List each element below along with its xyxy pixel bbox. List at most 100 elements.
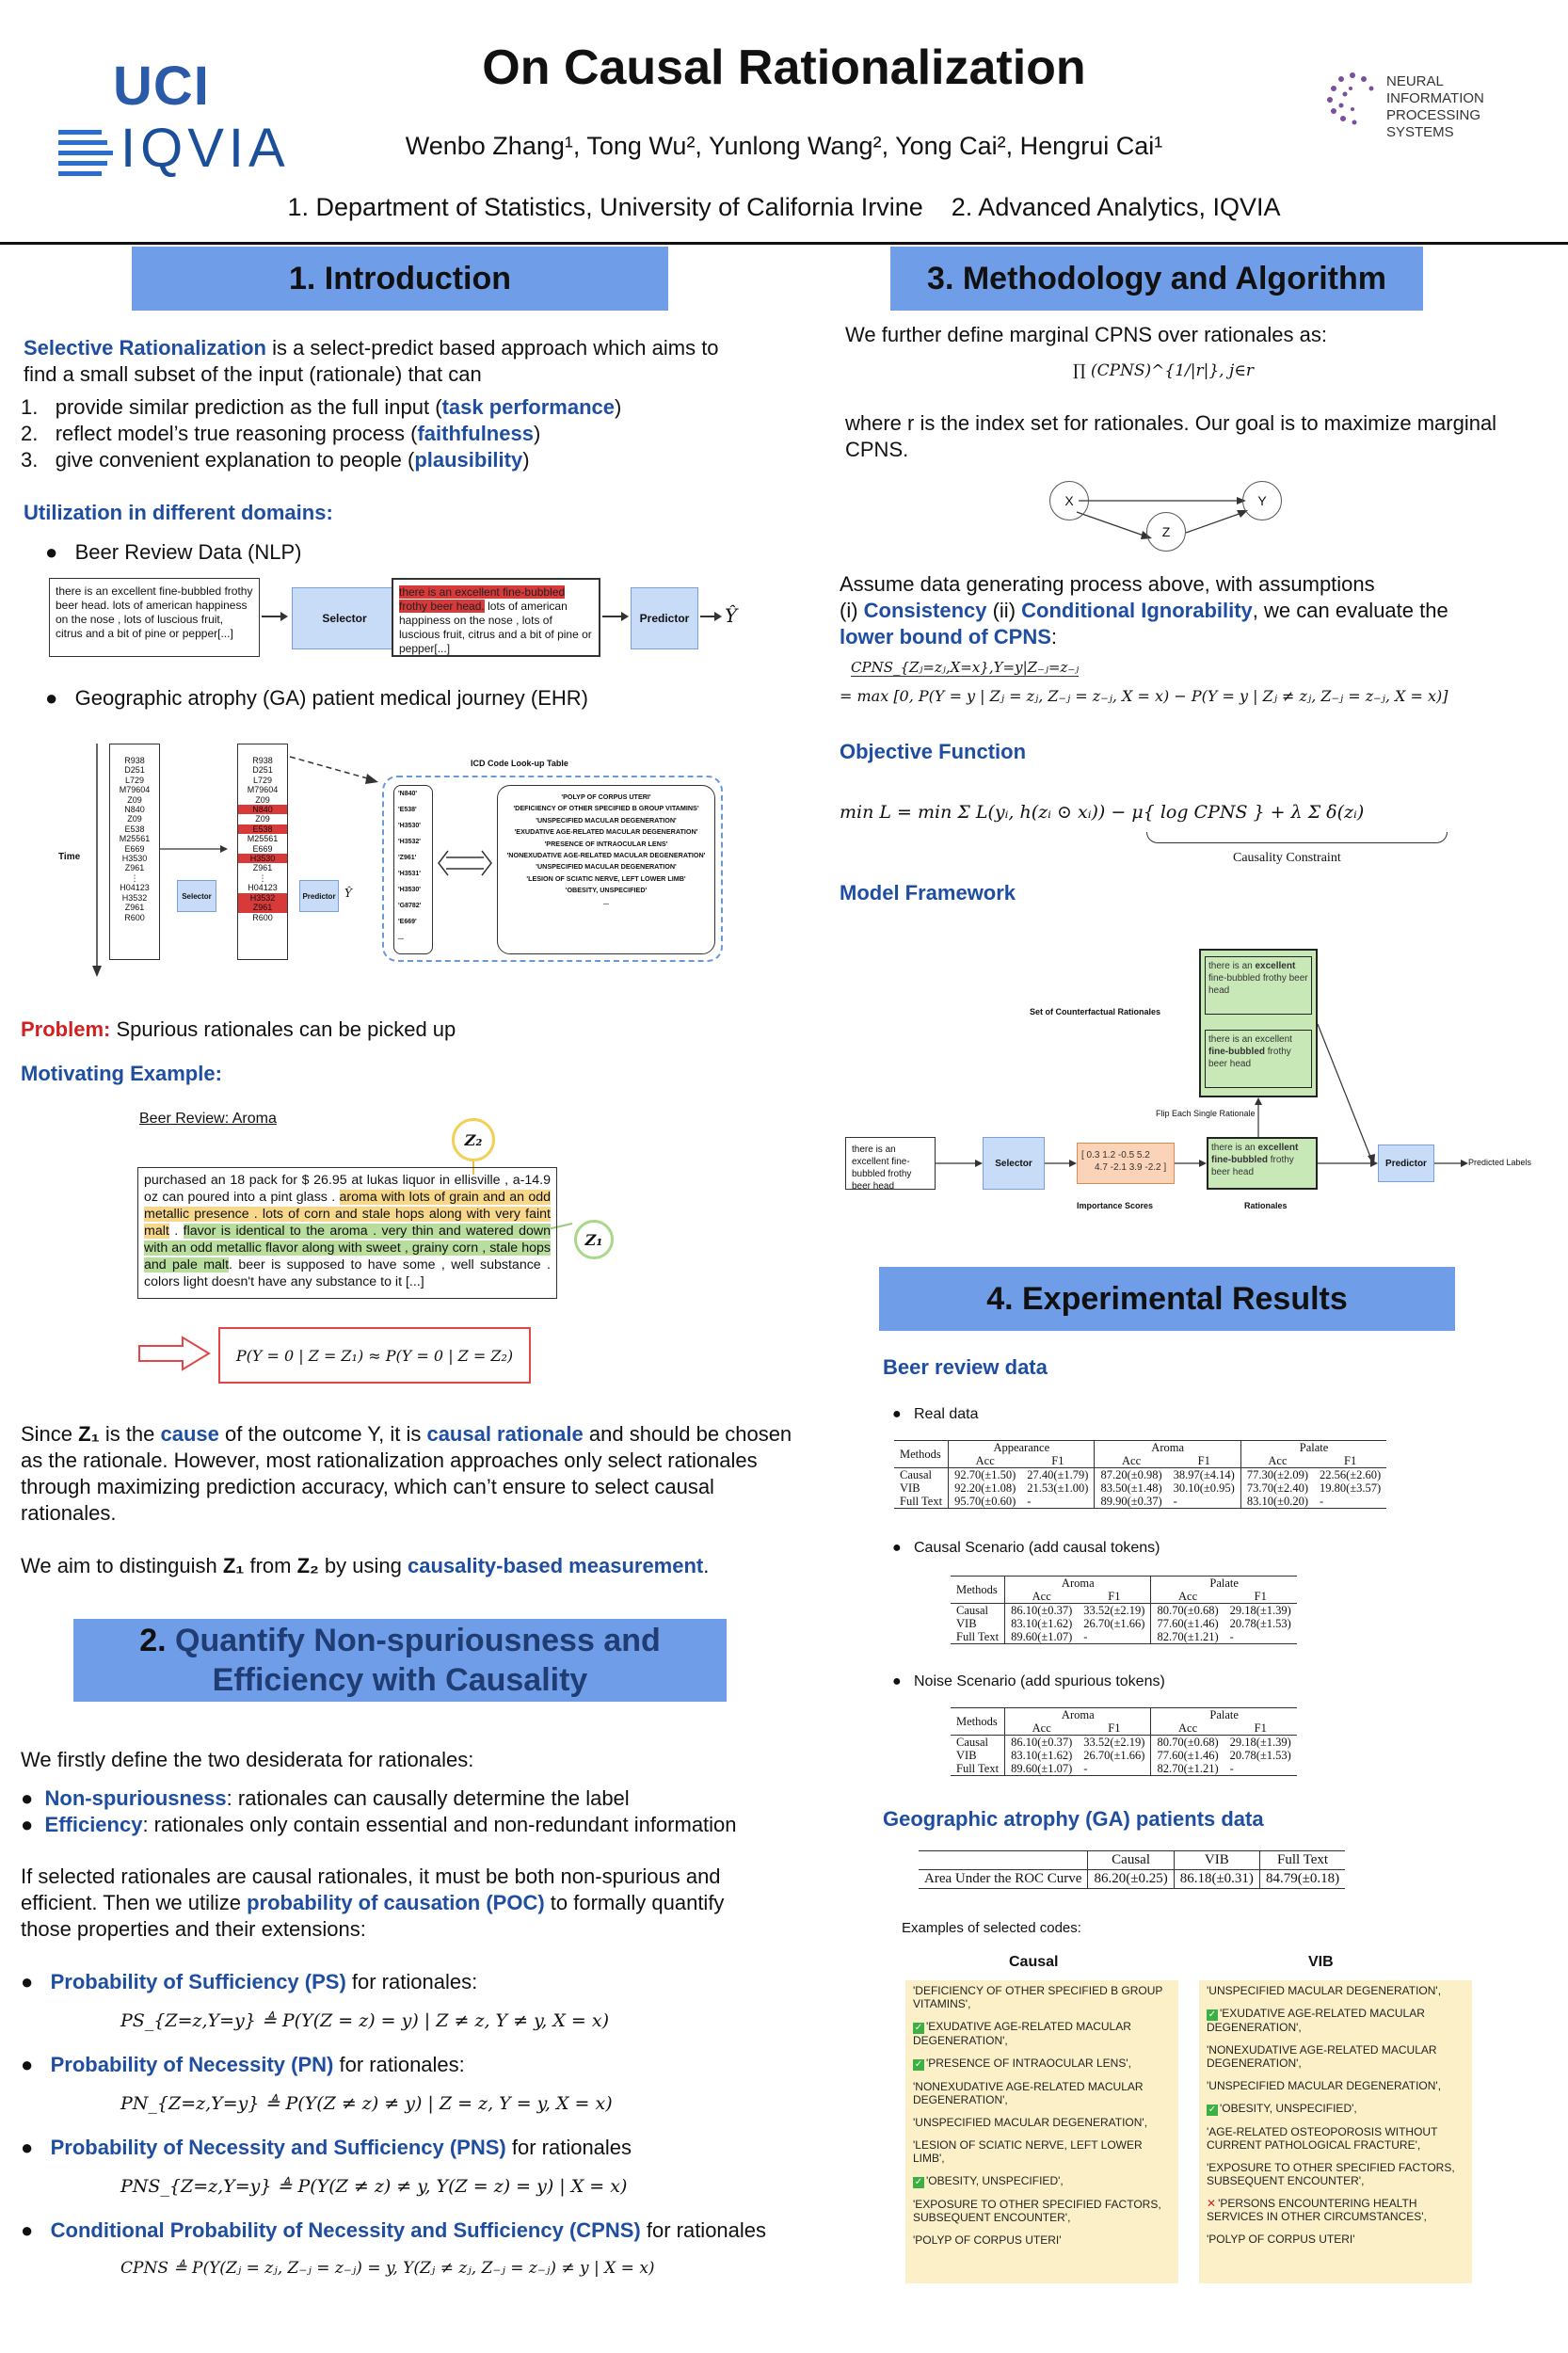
table-cell: 73.70(±2.40) [1240,1481,1315,1495]
icd-lookup-table: 'N840''E538''H3530''H3532''Z961''H3531''… [382,776,723,962]
code-text: 'EXUDATIVE AGE-RELATED MACULAR DEGENERAT… [913,2020,1131,2047]
table-header-col: VIB [1173,1850,1260,1870]
counterfactual-label: Set of Counterfactual Rationales [1030,1007,1161,1016]
icd-description: 'EXUDATIVE AGE-RELATED MACULAR DEGENERAT… [514,827,698,837]
code-text: 'NONEXUDATIVE AGE-RELATED MACULAR DEGENE… [913,2080,1144,2106]
vib-codes-list: 'UNSPECIFIED MACULAR DEGENERATION', ✓'EXU… [1199,1980,1472,2283]
section-results-heading: 4. Experimental Results [879,1267,1455,1331]
code-text: 'EXUDATIVE AGE-RELATED MACULAR DEGENERAT… [1207,2007,1425,2034]
code-item: 'UNSPECIFIED MACULAR DEGENERATION', [1207,2079,1464,2092]
ehr-selector-box: Selector [177,880,216,912]
rationales-label: Rationales [1244,1201,1288,1210]
table-header-col: F1 [1197,1454,1210,1467]
pn-item: ● Probability of Necessity (PN) for rati… [21,2053,465,2076]
table-header-col: Acc [948,1454,1022,1468]
dag-node-x: X [1049,481,1089,520]
authors: Wenbo Zhang¹, Tong Wu², Yunlong Wang², Y… [405,132,1163,160]
selected-rationale: there is an excellent fine-bubbled froth… [1207,1137,1318,1190]
code-text: 'EXPOSURE TO OTHER SPECIFIED FACTORS, SU… [1207,2161,1455,2187]
code-text: 'UNSPECIFIED MACULAR DEGENERATION', [1207,1984,1442,1997]
table-cell: - [1224,1762,1297,1776]
ehr-predictor-box: Predictor [299,880,339,912]
code-item: 'LESION OF SCIATIC NERVE, LEFT LOWER LIM… [913,2138,1171,2165]
pns-item: ● Probability of Necessity and Sufficien… [21,2136,632,2159]
code-text: 'NONEXUDATIVE AGE-RELATED MACULAR DEGENE… [1207,2043,1437,2070]
icd-table-title: ICD Code Look-up Table [471,759,568,768]
table-header-methods: Methods [951,1707,1005,1736]
iqvia-logo: IQVIA [120,118,290,179]
table-header-col: Acc [1004,1590,1079,1604]
icd-descriptions: 'POLYP OF CORPUS UTERI''DEFICIENCY OF OT… [497,785,715,954]
table-cell: 83.10(±1.62) [1004,1617,1079,1630]
table-cell: VIB [956,1617,977,1630]
code-item: 'UNSPECIFIED MACULAR DEGENERATION', [1207,1984,1464,1997]
ehr-code: M79604 [247,785,279,795]
ehr-code: H04123 [248,883,278,893]
table-cell: 38.97(±4.14) [1167,1467,1241,1481]
real-data-label: ● Real data [892,1406,979,1422]
pn-equation: PN_{Z=z,Y=y} ≜ P(Y(Z ≠ z) ≠ y) | Z = z, … [120,2093,613,2114]
ehr-code: ⋮ [258,872,267,883]
code-text: 'UNSPECIFIED MACULAR DEGENERATION', [1207,2079,1442,2092]
icd-description: 'UNSPECIFIED MACULAR DEGENERATION' [536,862,677,872]
ehr-code: H3532 [238,892,287,904]
ehr-code: R938 [124,756,145,765]
icd-code: 'H3530' [398,823,421,829]
domain-1: ● Beer Review Data (NLP) [45,540,302,564]
ehr-code: E669 [252,843,273,854]
arrow-icon [160,845,228,853]
ehr-code: R600 [252,912,273,922]
lower-bound-rhs: = max [0, P(Y = y | Zⱼ = zⱼ, Z₋ⱼ = z₋ⱼ, … [840,687,1448,705]
ga-data-label: Geographic atrophy (GA) patients data [883,1807,1264,1831]
icd-code: 'H3530' [398,887,421,893]
icd-code: 'G8782' [398,903,422,909]
time-label: Time [58,852,81,862]
table-cell: 77.60(±1.46) [1150,1749,1224,1762]
framework-label: Model Framework [840,881,1016,904]
icd-code: 'E669' [398,919,417,925]
code-text: 'AGE-RELATED OSTEOPOROSIS WITHOUT CURREN… [1207,2125,1438,2152]
framework-selector: Selector [983,1137,1045,1190]
ehr-code: H3532 [121,892,148,903]
table-cell: 20.78(±1.53) [1229,1749,1291,1762]
ehr-code: M25561 [247,834,279,844]
framework-input: there is an excellent fine-bubbled froth… [845,1137,936,1192]
cpns-equation: CPNS ≜ P(Y(Zⱼ = zⱼ, Z₋ⱼ = z₋ⱼ) = y, Y(Zⱼ… [120,2259,655,2278]
causal-scenario-label: ● Causal Scenario (add causal tokens) [892,1540,1160,1556]
ehr-code: E538 [238,824,287,835]
table-cell: 22.56(±2.60) [1314,1467,1387,1481]
ehr-code: N840 [124,805,145,815]
table-cell: 27.40(±1.79) [1021,1467,1095,1481]
table-header-group: Aroma [1004,1707,1151,1721]
ps-equation: PS_{Z=z,Y=y} ≜ P(Y(Z = z) = y) | Z ≠ z, … [120,2010,610,2031]
importance-scores-label: Importance Scores [1077,1201,1154,1210]
table-cell: 82.70(±1.21) [1150,1762,1224,1776]
code-item: ✓'EXUDATIVE AGE-RELATED MACULAR DEGENERA… [1207,2007,1464,2034]
double-arrow-icon [438,850,492,876]
table-header-col: Acc [1004,1721,1079,1736]
cpns-item: ● Conditional Probability of Necessity a… [21,2218,767,2242]
table-cell: 30.10(±0.95) [1173,1481,1235,1495]
check-icon: ✓ [913,2059,924,2071]
code-item: 'EXPOSURE TO OTHER SPECIFIED FACTORS, SU… [1207,2161,1464,2187]
code-item: 'DEFICIENCY OF OTHER SPECIFIED B GROUP V… [913,1984,1171,2010]
table-cell: - [1167,1495,1241,1509]
iqvia-logo-stripes [58,130,113,176]
cross-icon: ✕ [1207,2197,1217,2210]
neurips-text-2: PROCESSING SYSTEMS [1386,107,1481,140]
code-item: ✓'OBESITY, UNSPECIFIED', [1207,2102,1464,2116]
ehr-code: Z09 [127,794,142,805]
poc-paragraph: If selected rationales are causal ration… [21,1865,725,1941]
table-header-col: Causal [1087,1850,1175,1870]
table-cell: Full Text [951,1630,1005,1644]
icd-description: 'POLYP OF CORPUS UTERI' [561,792,651,801]
table-header-group: Palate [1150,1707,1297,1721]
table-cell: VIB [956,1749,977,1762]
table-cell: - [1314,1495,1387,1509]
intro-item-3: 3. give convenient explanation to people… [21,448,530,472]
